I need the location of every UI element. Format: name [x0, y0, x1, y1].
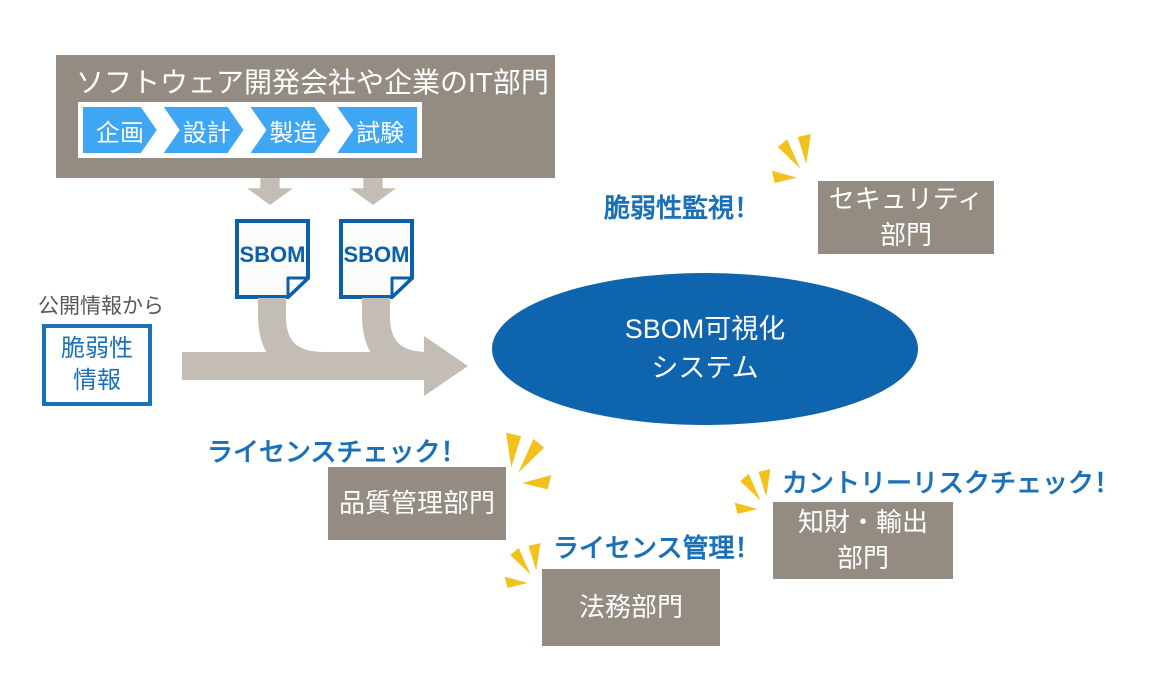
public-info-caption: 公開情報から	[38, 295, 164, 318]
sbom-label: SBOM	[239, 242, 306, 267]
process-chevron-strip: 企画 設計 製造 試験	[78, 102, 422, 158]
flash-icon	[504, 543, 541, 588]
flash-icon	[771, 133, 811, 184]
vulnerability-info-box: 脆弱性 情報	[42, 324, 152, 406]
dev-org-box: ソフトウェア開発会社や企業のIT部門 企画 設計 製造 試験	[56, 55, 555, 178]
dept-label-line: 部門	[879, 219, 932, 250]
stage-label: 企画	[95, 119, 144, 147]
document-icon	[339, 219, 414, 299]
stage-chevron-design: 設計	[164, 107, 244, 153]
sbom-system-ellipse: SBOM可視化 システム	[492, 273, 918, 425]
flash-icon	[734, 469, 771, 514]
sbom-label: SBOM	[343, 242, 410, 267]
dept-box-ip-export: 知財・輸出 部門	[773, 502, 953, 579]
shout-license-management: ライセンス管理！	[553, 533, 761, 563]
dept-box-security: セキュリティ 部門	[818, 181, 994, 254]
shout-country-risk-check: カントリーリスクチェック！	[782, 468, 1121, 498]
document-icon	[235, 219, 310, 299]
system-label-line: SBOM可視化	[624, 313, 786, 344]
down-arrow-icon	[350, 178, 396, 205]
vulnerability-info-line: 情報	[73, 367, 121, 394]
dept-label-line: 法務部門	[578, 591, 683, 622]
dept-box-legal: 法務部門	[542, 569, 720, 646]
stage-chevron-test: 試験	[337, 107, 417, 153]
dept-label-line: セキュリティ	[828, 184, 984, 215]
stage-label: 設計	[182, 119, 231, 147]
stage-chevron-plan: 企画	[83, 107, 157, 153]
vulnerability-info-line: 脆弱性	[61, 334, 133, 362]
dev-org-title: ソフトウェア開発会社や企業のIT部門	[76, 67, 549, 98]
shout-license-check: ライセンスチェック！	[207, 437, 467, 467]
stage-label: 試験	[356, 119, 405, 147]
system-label-line: システム	[651, 353, 759, 383]
dept-label-line: 部門	[836, 542, 889, 573]
shout-vulnerability-monitoring: 脆弱性監視！	[604, 193, 761, 223]
stage-chevron-build: 製造	[251, 107, 331, 153]
main-flow-arrow-icon	[182, 336, 468, 396]
flash-icon	[506, 432, 552, 490]
flow-arrows	[182, 298, 468, 396]
down-arrow-icon	[247, 178, 293, 205]
dept-label-line: 品質管理部門	[338, 487, 495, 518]
dept-label-line: 知財・輸出	[797, 507, 928, 538]
sbom-document: SBOM	[234, 218, 311, 300]
dept-box-quality: 品質管理部門	[328, 467, 506, 540]
stage-label: 製造	[269, 119, 318, 147]
sbom-document: SBOM	[338, 218, 415, 300]
